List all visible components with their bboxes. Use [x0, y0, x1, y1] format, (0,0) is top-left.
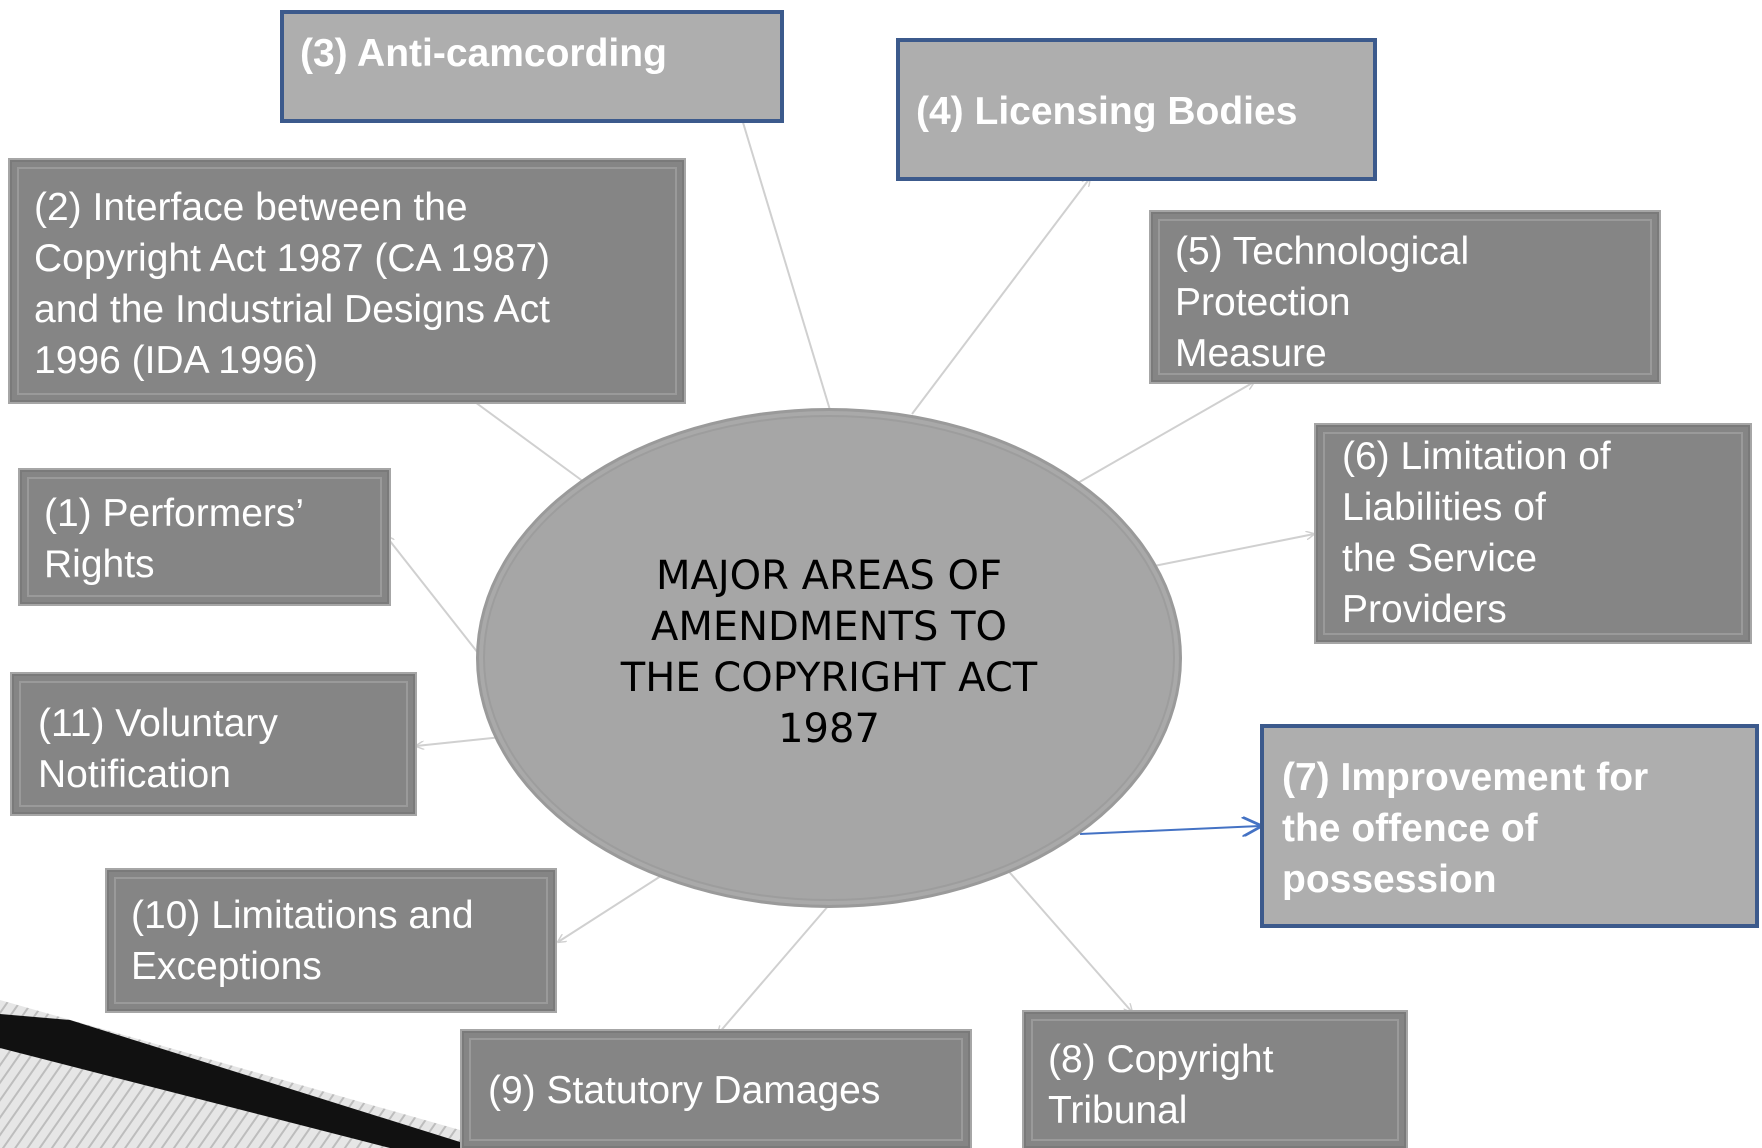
node-label: (11) Voluntary Notification	[38, 702, 278, 796]
node-anti-camcording: (3) Anti-camcording	[280, 10, 784, 123]
connector-to-performers-rights	[386, 536, 483, 659]
node-label: (6) Limitation of Liabilities of the Ser…	[1342, 435, 1611, 631]
connector-to-limitations-exceptions	[558, 873, 665, 942]
node-label: (9) Statutory Damages	[488, 1069, 881, 1112]
central-hub: MAJOR AREAS OF AMENDMENTS TO THE COPYRIG…	[476, 408, 1182, 908]
node-label: (5) Technological Protection Measure	[1175, 230, 1470, 375]
node-copyright-tribunal: (8) Copyright Tribunal	[1024, 1012, 1406, 1148]
connector-to-improvement-possession	[1079, 826, 1260, 834]
connector-to-interface	[464, 394, 585, 483]
node-label: (2) Interface between the Copyright Act …	[34, 186, 550, 382]
connector-to-copyright-tribunal	[1003, 865, 1132, 1012]
node-limitations-exceptions: (10) Limitations and Exceptions	[107, 870, 555, 1011]
node-technological-protection: (5) Technological Protection Measure	[1151, 212, 1659, 382]
node-improvement-possession: (7) Improvement for the offence of posse…	[1260, 724, 1759, 928]
connector-to-licensing-bodies	[911, 178, 1090, 415]
node-label: (8) Copyright Tribunal	[1048, 1038, 1274, 1132]
connector-to-anti-camcording	[735, 96, 831, 411]
node-label: (4) Licensing Bodies	[916, 90, 1298, 133]
node-statutory-damages: (9) Statutory Damages	[462, 1031, 970, 1148]
connector-to-limitation-liabilities	[1153, 534, 1314, 567]
node-label: (1) Performers’ Rights	[44, 492, 305, 586]
node-licensing-bodies: (4) Licensing Bodies	[896, 38, 1377, 181]
node-label: (3) Anti-camcording	[300, 32, 667, 75]
connector-to-voluntary-notification	[416, 736, 503, 746]
connector-to-technological-protection	[1075, 382, 1254, 485]
node-label: (7) Improvement for the offence of posse…	[1282, 756, 1649, 901]
node-performers-rights: (1) Performers’ Rights	[20, 470, 389, 604]
hub-title: MAJOR AREAS OF AMENDMENTS TO THE COPYRIG…	[620, 553, 1038, 752]
connector-to-statutory-damages	[718, 904, 830, 1034]
node-limitation-liabilities: (6) Limitation of Liabilities of the Ser…	[1316, 425, 1750, 642]
node-voluntary-notification: (11) Voluntary Notification	[12, 674, 415, 814]
node-label: (10) Limitations and Exceptions	[131, 894, 474, 988]
node-interface: (2) Interface between the Copyright Act …	[10, 160, 684, 402]
